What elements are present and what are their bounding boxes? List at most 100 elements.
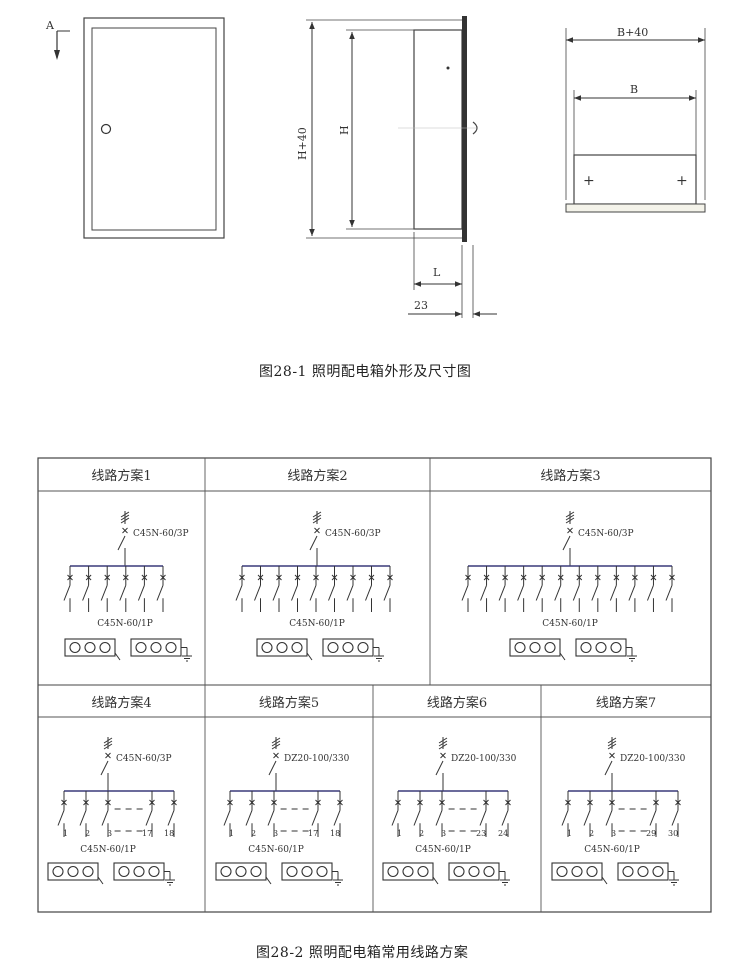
dim-height-inner-label: H bbox=[338, 125, 351, 135]
terminal-icon bbox=[316, 865, 328, 878]
neutral-lead bbox=[265, 876, 272, 885]
scheme-title: 线路方案1 bbox=[91, 468, 151, 484]
terminal-icon bbox=[637, 865, 649, 878]
branch-breaker-label: C45N-60/1P bbox=[415, 845, 471, 855]
terminal-icon bbox=[342, 641, 354, 654]
terminal-icon bbox=[514, 641, 526, 654]
terminal-icon bbox=[235, 865, 247, 878]
terminal-block bbox=[448, 862, 500, 881]
figure-28-1: A H+40 H bbox=[45, 16, 706, 318]
branch-number: 3 bbox=[611, 829, 616, 838]
terminal-icon bbox=[52, 865, 64, 878]
main-breaker-label: C45N-60/3P bbox=[325, 529, 381, 539]
scheme-title: 线路方案2 bbox=[287, 468, 347, 484]
terminal-block bbox=[382, 862, 434, 881]
branch-breaker-label: C45N-60/1P bbox=[80, 845, 136, 855]
branch-number: 30 bbox=[668, 829, 678, 838]
terminal-block bbox=[215, 862, 267, 881]
branch-number: 17 bbox=[142, 829, 152, 838]
neutral-lead bbox=[114, 652, 121, 661]
terminal-icon bbox=[135, 641, 147, 654]
neutral-lead bbox=[432, 876, 439, 885]
branch-number: 1 bbox=[63, 829, 68, 838]
terminal-icon bbox=[357, 641, 369, 654]
view-a-label: A bbox=[45, 19, 55, 32]
main-breaker-label: C45N-60/3P bbox=[578, 529, 634, 539]
terminal-block bbox=[322, 638, 374, 657]
front-view-door bbox=[91, 27, 217, 231]
branch-breaker-label: C45N-60/1P bbox=[97, 619, 153, 629]
figure-28-2-table: 线路方案1C45N-60/3PC45N-60/1P线路方案2C45N-60/3P… bbox=[37, 457, 712, 913]
terminal-icon bbox=[69, 641, 81, 654]
terminal-icon bbox=[276, 641, 288, 654]
dim-width-outer-label: B+40 bbox=[617, 26, 648, 39]
neutral-lead bbox=[559, 652, 566, 661]
branch-number: 18 bbox=[330, 829, 340, 838]
terminal-block bbox=[575, 638, 627, 657]
terminal-block bbox=[113, 862, 165, 881]
terminal-block bbox=[281, 862, 333, 881]
branch-number: 17 bbox=[308, 829, 318, 838]
branch-number: 1 bbox=[567, 829, 572, 838]
terminal-icon bbox=[586, 865, 598, 878]
scheme-title: 线路方案4 bbox=[91, 695, 151, 711]
terminal-icon bbox=[468, 865, 480, 878]
dim-depth-label: L bbox=[433, 266, 441, 279]
terminal-icon bbox=[571, 865, 583, 878]
terminal-icon bbox=[652, 865, 664, 878]
side-view-box-body bbox=[413, 29, 463, 230]
terminal-icon bbox=[622, 865, 634, 878]
terminal-icon bbox=[118, 865, 130, 878]
terminal-block bbox=[64, 638, 116, 657]
mounting-hole-icon: + bbox=[583, 173, 595, 189]
door-lock-icon bbox=[100, 123, 112, 135]
dim-width-inner-label: B bbox=[630, 83, 638, 96]
main-breaker-label: DZ20-100/330 bbox=[620, 754, 686, 764]
terminal-icon bbox=[84, 641, 96, 654]
scheme-title: 线路方案3 bbox=[540, 468, 600, 484]
branch-breaker-label: C45N-60/1P bbox=[248, 845, 304, 855]
neutral-lead bbox=[306, 652, 313, 661]
branch-number: 24 bbox=[498, 829, 508, 838]
branch-breaker-label: C45N-60/1P bbox=[289, 619, 345, 629]
branch-number: 2 bbox=[251, 829, 256, 838]
view-a-marker: A bbox=[45, 19, 70, 60]
branch-breaker-label: C45N-60/1P bbox=[542, 619, 598, 629]
terminal-icon bbox=[133, 865, 145, 878]
terminal-block bbox=[130, 638, 182, 657]
terminal-icon bbox=[165, 641, 177, 654]
branch-number: 2 bbox=[85, 829, 90, 838]
terminal-icon bbox=[301, 865, 313, 878]
branch-number: 3 bbox=[273, 829, 278, 838]
branch-number: 3 bbox=[441, 829, 446, 838]
terminal-icon bbox=[580, 641, 592, 654]
branch-number: 18 bbox=[164, 829, 174, 838]
branch-number: 1 bbox=[229, 829, 234, 838]
terminal-icon bbox=[150, 641, 162, 654]
main-breaker-label: DZ20-100/330 bbox=[451, 754, 517, 764]
side-view-handle bbox=[472, 121, 478, 135]
top-view-flange bbox=[565, 203, 706, 213]
branch-number: 3 bbox=[107, 829, 112, 838]
terminal-icon bbox=[286, 865, 298, 878]
terminal-block bbox=[47, 862, 99, 881]
scheme-cells: 线路方案1C45N-60/3PC45N-60/1P线路方案2C45N-60/3P… bbox=[47, 468, 686, 886]
mounting-hole-icon: + bbox=[676, 173, 688, 189]
terminal-icon bbox=[291, 641, 303, 654]
terminal-icon bbox=[453, 865, 465, 878]
terminal-icon bbox=[82, 865, 94, 878]
branch-number: 1 bbox=[397, 829, 402, 838]
terminal-icon bbox=[556, 865, 568, 878]
terminal-block bbox=[509, 638, 561, 657]
main-breaker-label: C45N-60/3P bbox=[133, 529, 189, 539]
branch-breaker-label: C45N-60/1P bbox=[584, 845, 640, 855]
terminal-icon bbox=[250, 865, 262, 878]
neutral-lead bbox=[601, 876, 608, 885]
terminal-icon bbox=[595, 641, 607, 654]
